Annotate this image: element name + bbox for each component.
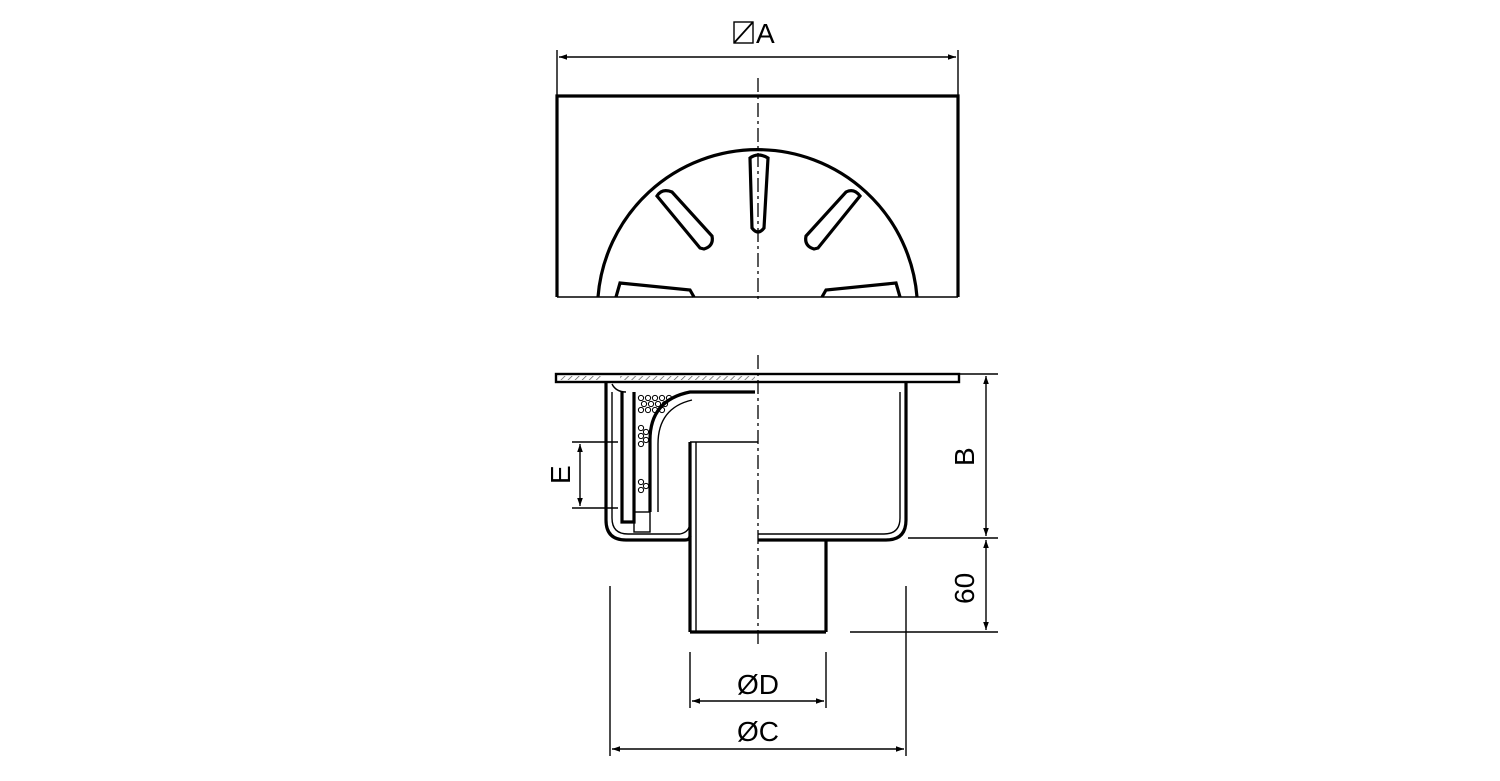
drain-body-wall-right xyxy=(758,382,908,542)
trap-bell-inner xyxy=(657,399,693,512)
side-view: B 60 E ØD ØC xyxy=(545,355,998,756)
dimension-b: B xyxy=(908,373,998,539)
square-symbol-icon xyxy=(733,21,754,44)
dimension-a: A xyxy=(556,18,959,96)
grate-slot-top xyxy=(748,153,770,234)
grate-slot-left xyxy=(655,189,714,251)
drain-body-inner-right xyxy=(758,392,901,535)
grate-circle xyxy=(596,148,919,298)
grate-slot-right xyxy=(804,189,863,251)
dimension-e: E xyxy=(545,441,618,509)
dimension-d: ØD xyxy=(689,652,827,708)
grate-slots xyxy=(614,153,902,298)
dimension-c-label: ØC xyxy=(737,716,779,747)
dimension-60: 60 xyxy=(850,540,998,633)
flange-hatch-grate xyxy=(620,376,755,380)
grate-slot-lower-left xyxy=(614,281,696,298)
dimension-a-label: A xyxy=(756,18,775,49)
dimension-d-label: ØD xyxy=(737,669,779,700)
grate-slot-lower-right xyxy=(820,281,902,298)
strainer-perforations xyxy=(637,394,673,494)
dimension-e-label: E xyxy=(545,465,576,484)
dimension-b-label: B xyxy=(949,447,980,466)
top-view: A xyxy=(555,18,960,300)
dimension-60-label: 60 xyxy=(949,573,980,604)
trap-outer-wall xyxy=(620,392,636,524)
trap-bell xyxy=(648,390,755,512)
flange-hatch-left xyxy=(558,376,603,380)
trap-bell-cap xyxy=(611,383,627,393)
dimension-c: ØC xyxy=(609,586,907,756)
trap-bottom-block xyxy=(633,511,651,533)
